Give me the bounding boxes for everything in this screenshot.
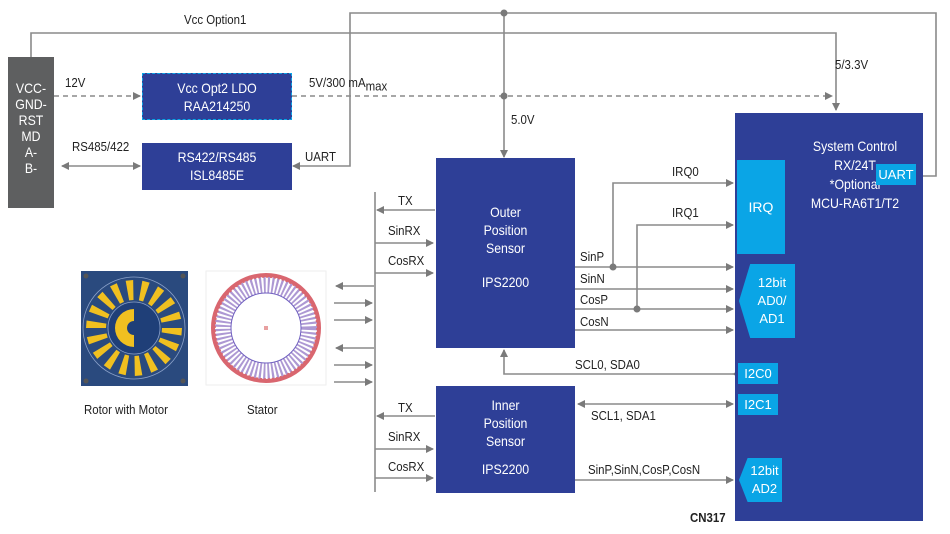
label-rs485: RS485/422 (72, 139, 130, 154)
label-rotor: Rotor with Motor (84, 402, 168, 417)
label-outer-tx: TX (398, 193, 413, 208)
rotor-spoke (155, 297, 176, 314)
pin-a: A- (24, 144, 38, 160)
rotor-spoke (161, 328, 182, 336)
rotor-spoke (152, 345, 171, 365)
label-5v0: 5.0V (511, 112, 535, 127)
label-outer-sinrx: SinRX (388, 223, 421, 238)
rotor-image (81, 271, 188, 386)
pin-vcc: VCC- (15, 80, 47, 96)
label-inner-tx: TX (398, 400, 413, 415)
label-cosp: CosP (580, 292, 608, 307)
mcu-irq-port: IRQ (737, 160, 785, 254)
wire-irq0 (612, 179, 734, 267)
rotor-spoke (138, 280, 150, 302)
wire-uart (292, 12, 937, 177)
rotor-spoke (103, 349, 120, 370)
mcu-ad01-port: 12bit AD0/ AD1 (739, 264, 795, 338)
mcu-ad2-port: 12bit AD2 (739, 458, 782, 502)
rotor-spoke (86, 320, 107, 328)
label-5-3v3: 5/3.3V (835, 57, 869, 72)
mcu-i2c0-port: I2C0 (738, 363, 778, 384)
label-scl0: SCL0, SDA0 (575, 357, 640, 372)
pin-md: MD (21, 128, 41, 144)
connector-block: VCC- GND- RST MD A- B- (8, 57, 54, 208)
mcu-i2c1-port: I2C1 (738, 394, 778, 415)
inner-sensor-block: Inner Position Sensor IPS2200 (436, 386, 575, 493)
rs422-block: RS422/RS485 ISL8485E (142, 143, 292, 190)
rotor-spoke (97, 291, 116, 311)
label-vcc-option1: Vcc Option1 (184, 12, 247, 27)
rotor-spoke (148, 286, 165, 307)
ldo-block: Vcc Opt2 LDO RAA214250 (142, 73, 292, 120)
rotor-spoke (144, 352, 158, 373)
label-stator: Stator (247, 402, 278, 417)
rotor-spoke (125, 280, 134, 301)
pin-gnd: GND- (15, 96, 47, 112)
wire-i2c0 (500, 349, 740, 378)
label-inner-cosrx: CosRX (388, 459, 425, 474)
label-outer-cosrx: CosRX (388, 253, 425, 268)
rotor-spoke (92, 342, 113, 359)
label-ldo-out: 5V/300 mAmax (309, 75, 388, 94)
pin-rst: RST (18, 112, 44, 128)
outer-sensor-block: Outer Position Sensor IPS2200 (436, 158, 575, 348)
rotor-spoke (160, 311, 182, 323)
rotor-spoke (86, 333, 108, 345)
wire-vcc-option1 (30, 32, 840, 111)
rotor-spoke (134, 355, 143, 376)
label-inner-bus: SinP,SinN,CosP,CosN (588, 462, 701, 477)
label-sinn: SinN (580, 271, 605, 286)
wire-irq1 (636, 221, 734, 309)
rotor-spoke (118, 354, 130, 376)
label-scl1: SCL1, SDA1 (591, 408, 656, 423)
label-inner-sinrx: SinRX (388, 429, 421, 444)
label-cosn: CosN (580, 314, 609, 329)
rotor-spoke (158, 337, 180, 352)
label-irq0: IRQ0 (672, 164, 699, 179)
label-irq1: IRQ1 (672, 205, 699, 220)
rotor-spoke (110, 283, 124, 304)
rotor-spoke (88, 304, 110, 319)
label-cn317: CN317 (690, 510, 726, 525)
label-sinp: SinP (580, 249, 605, 264)
label-uart: UART (305, 149, 336, 164)
label-12v: 12V (65, 75, 86, 90)
stator-image (205, 270, 327, 386)
pin-b: B- (24, 160, 38, 176)
mcu-uart-port: UART (876, 164, 916, 185)
